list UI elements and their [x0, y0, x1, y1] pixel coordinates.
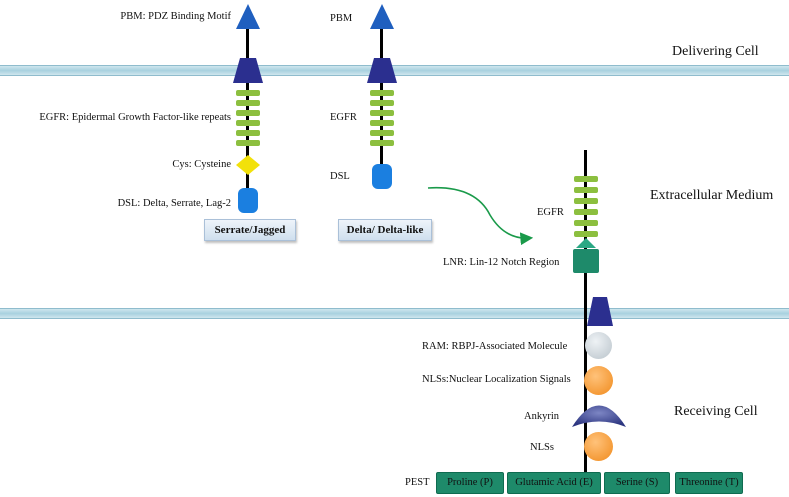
serrate-cys-label: Cys: Cysteine	[172, 159, 231, 170]
notch-nls-label: NLSs	[530, 442, 554, 453]
delta-transmembrane-domain	[367, 58, 397, 83]
notch-ram-label: RAM: RBPJ-Associated Molecule	[422, 341, 568, 352]
delta-pbm-label: PBM	[330, 13, 353, 24]
notch-ankyrin-domain	[572, 405, 626, 427]
serrate-egf-repeat	[236, 100, 260, 106]
delta-dsl-label: DSL	[330, 171, 350, 182]
notch-lnr-domain	[573, 238, 599, 273]
delta-pbm-triangle	[370, 4, 394, 29]
notch-egf-repeat	[574, 231, 598, 237]
serrate-cysteine-diamond	[236, 155, 260, 175]
notch-transmembrane-domain	[587, 297, 613, 326]
delta-egf-repeat	[370, 110, 394, 116]
notch-ankyrin-label: Ankyrin	[524, 411, 559, 422]
notch-nls-label: NLSs:Nuclear Localization Signals	[422, 374, 571, 385]
delta-egf-repeat	[370, 120, 394, 126]
binding-arrow	[427, 186, 534, 246]
pest-segment-proline: Proline (P)	[436, 472, 504, 494]
notch-egf-repeat	[574, 176, 598, 182]
delta-dsl-domain	[372, 164, 392, 189]
notch-backbone	[584, 150, 587, 490]
delta-egfr-label: EGFR	[330, 112, 357, 123]
notch-egf-repeat	[574, 209, 598, 215]
pest-label: PEST	[405, 477, 430, 488]
pest-segment-threonine: Threonine (T)	[675, 472, 743, 494]
delta-egf-repeat	[370, 140, 394, 146]
serrate-jagged-title: Serrate/Jagged	[204, 219, 296, 241]
serrate-egf-repeat	[236, 130, 260, 136]
receiving-cell-membrane	[0, 308, 789, 319]
pest-segment-serine: Serine (S)	[604, 472, 670, 494]
notch-nls-domain	[584, 366, 613, 395]
delta-egf-repeat	[370, 100, 394, 106]
serrate-pbm-triangle	[236, 4, 260, 29]
extracellular-medium-label: Extracellular Medium	[650, 188, 774, 203]
notch-egfr-label: EGFR	[537, 207, 564, 218]
pest-segment-glutamic-acid: Glutamic Acid (E)	[507, 472, 601, 494]
serrate-pbm-label: PBM: PDZ Binding Motif	[120, 11, 231, 22]
receiving-cell-label: Receiving Cell	[674, 404, 758, 419]
serrate-egf-repeat	[236, 110, 260, 116]
serrate-egf-repeat	[236, 120, 260, 126]
serrate-dsl-label: DSL: Delta, Serrate, Lag-2	[117, 198, 231, 209]
delta-egf-repeat	[370, 90, 394, 96]
serrate-egf-repeat	[236, 90, 260, 96]
notch-nls-domain	[584, 432, 613, 461]
delta-egf-repeat	[370, 130, 394, 136]
notch-egf-repeat	[574, 220, 598, 226]
delta-like-title: Delta/ Delta-like	[338, 219, 432, 241]
delivering-cell-label: Delivering Cell	[672, 44, 759, 59]
serrate-transmembrane-domain	[233, 58, 263, 83]
notch-egf-repeat	[574, 187, 598, 193]
notch-egf-repeat	[574, 198, 598, 204]
serrate-egfr-label: EGFR: Epidermal Growth Factor-like repea…	[39, 112, 231, 123]
serrate-egf-repeat	[236, 140, 260, 146]
notch-lnr-label: LNR: Lin-12 Notch Region	[443, 257, 560, 268]
notch-ram-domain	[585, 332, 612, 359]
serrate-dsl-domain	[238, 188, 258, 213]
